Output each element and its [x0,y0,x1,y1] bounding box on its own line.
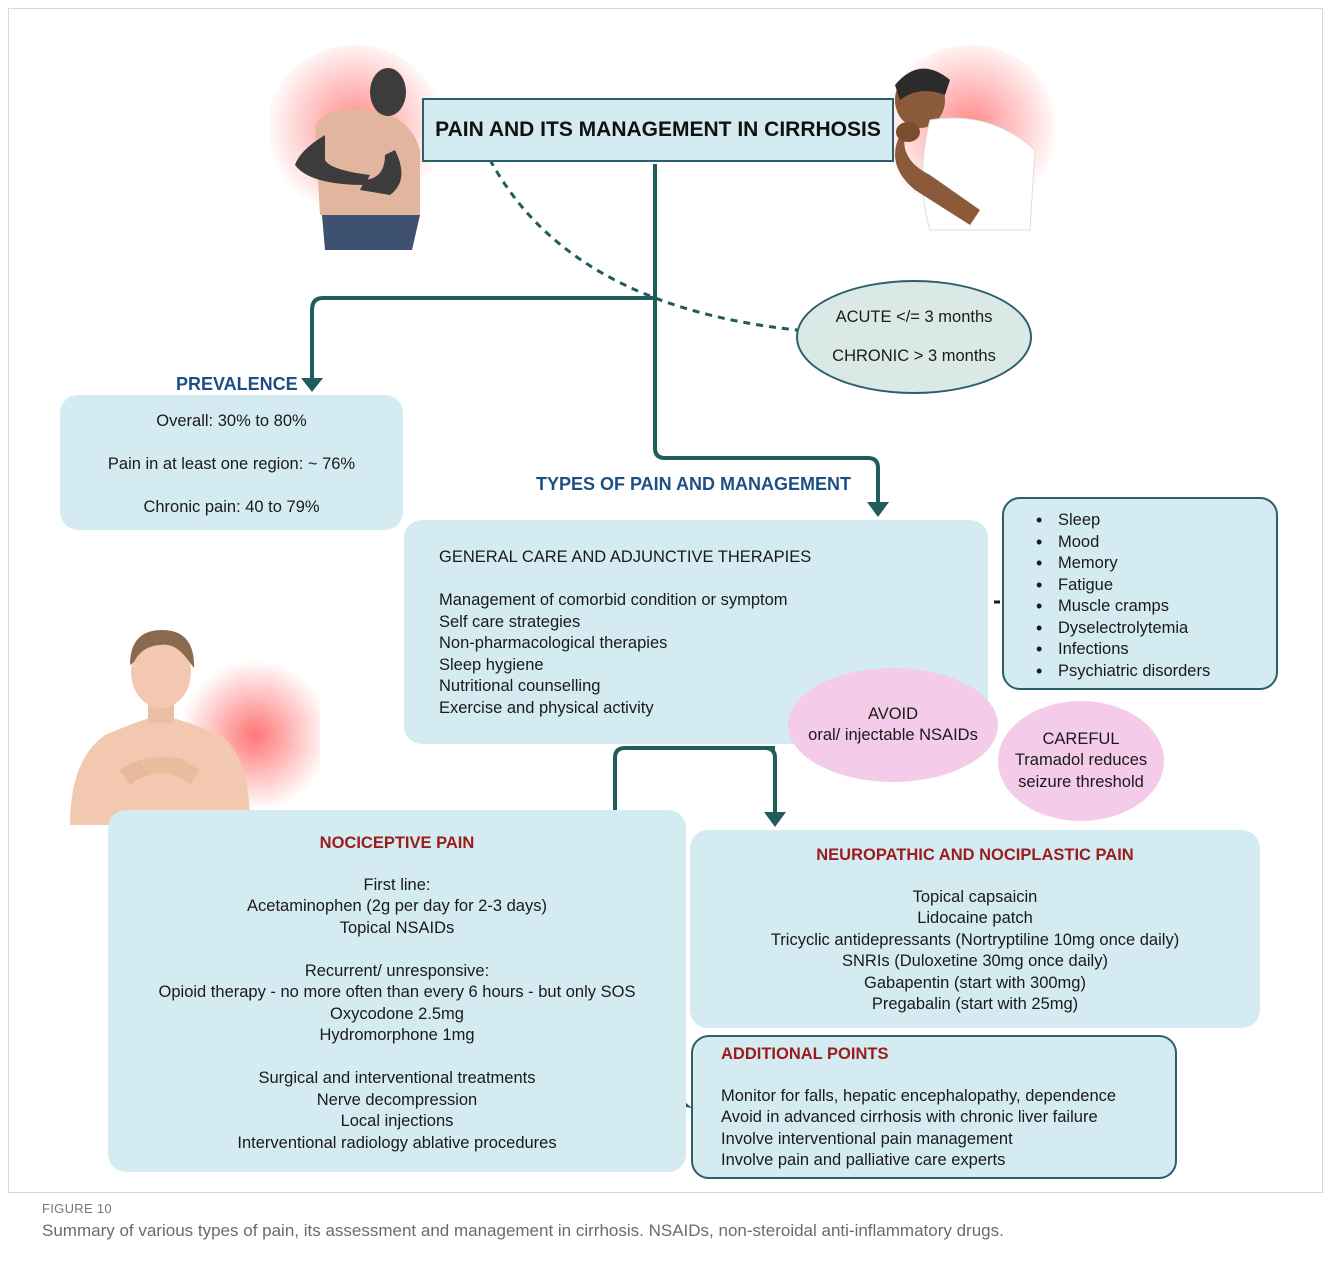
diagram-title: PAIN AND ITS MANAGEMENT IN CIRRHOSIS [422,98,894,162]
careful-line1: Tramadol reduces [1014,751,1148,770]
additional-item: Monitor for falls, hepatic encephalopath… [721,1086,1117,1105]
general-care-box: GENERAL CARE AND ADJUNCTIVE THERAPIES Ma… [404,520,988,744]
neuropathic-line: Topical capsaicin [912,887,1038,906]
nociceptive-line: Topical NSAIDs [339,918,455,937]
prevalence-chronic: Chronic pain: 40 to 79% [143,498,320,516]
general-item: Management of comorbid condition or symp… [439,591,788,609]
figure-frame [8,8,1323,1193]
list-item: Fatigue [1036,575,1276,597]
nociceptive-line: Recurrent/ unresponsive: [304,961,490,980]
general-item: Sleep hygiene [439,655,544,674]
prevalence-heading: PREVALENCE [176,374,298,394]
list-item: Psychiatric disorders [1036,661,1276,683]
diagram-title-text: PAIN AND ITS MANAGEMENT IN CIRRHOSIS [435,118,881,141]
prevalence-overall: Overall: 30% to 80% [156,412,307,430]
additional-points-box: ADDITIONAL POINTS Monitor for falls, hep… [691,1035,1177,1179]
neuropathic-heading: NEUROPATHIC AND NOCIPLASTIC PAIN [816,846,1134,864]
nociceptive-line: Oxycodone 2.5mg [330,1004,464,1023]
list-item: Memory [1036,553,1276,575]
general-item: Nutritional counselling [439,677,601,695]
nociceptive-line: Interventional radiology ablative proced… [237,1133,557,1152]
list-item: Mood [1036,532,1276,554]
neuropathic-line: SNRIs (Duloxetine 30mg once daily) [842,952,1108,970]
neuropathic-line: Lidocaine patch [917,909,1033,927]
nociceptive-line: Surgical and interventional treatments [258,1069,536,1087]
nociceptive-line: First line: [363,875,431,894]
neuropathic-line: Gabapentin (start with 300mg) [864,973,1086,992]
prevalence-region: Pain in at least one region: ~ 76% [107,455,356,473]
pain-duration-ellipse: ACUTE </= 3 months CHRONIC > 3 months [796,280,1032,394]
prevalence-box: Overall: 30% to 80% Pain in at least one… [60,395,403,530]
neuropathic-line: Tricyclic antidepressants (Nortryptiline… [770,930,1180,949]
nociceptive-line: Nerve decompression [316,1090,478,1109]
list-item: Muscle cramps [1036,596,1276,618]
list-item: Dyselectrolytemia [1036,618,1276,640]
general-item: Self care strategies [439,612,581,631]
avoid-nsaids-ellipse: AVOID oral/ injectable NSAIDs [788,668,998,782]
nociceptive-line: Local injections [340,1112,454,1130]
list-item: Sleep [1036,510,1276,532]
careful-tramadol-ellipse: CAREFUL Tramadol reduces seizure thresho… [998,701,1164,821]
additional-item: Involve interventional pain management [721,1129,1013,1148]
nociceptive-heading: NOCICEPTIVE PAIN [319,834,475,852]
nociceptive-line: Acetaminophen (2g per day for 2-3 days) [247,897,547,915]
careful-title: CAREFUL [1042,729,1120,748]
nociceptive-pain-box: NOCICEPTIVE PAIN First line: Acetaminoph… [108,810,686,1172]
avoid-title: AVOID [867,704,919,723]
careful-line2: seizure threshold [1018,772,1144,791]
chronic-duration: CHRONIC > 3 months [832,347,996,365]
general-item: Exercise and physical activity [439,698,654,717]
additional-heading: ADDITIONAL POINTS [721,1045,889,1063]
acute-duration: ACUTE </= 3 months [835,308,993,326]
person-chest-discomfort-illustration [70,630,320,825]
comorbid-symptoms-box: Sleep Mood Memory Fatigue Muscle cramps … [1002,497,1278,690]
general-item: Non-pharmacological therapies [439,634,668,652]
figure-label: FIGURE 10 [42,1201,112,1216]
general-care-heading: GENERAL CARE AND ADJUNCTIVE THERAPIES [439,548,812,566]
neuropathic-pain-box: NEUROPATHIC AND NOCIPLASTIC PAIN Topical… [690,830,1260,1028]
list-item: Infections [1036,639,1276,661]
figure-caption: Summary of various types of pain, its as… [42,1221,1004,1240]
person-chest-pain-illustration [880,45,1055,231]
nociceptive-line: Opioid therapy - no more often than ever… [158,983,636,1001]
comorbid-symptoms-list: Sleep Mood Memory Fatigue Muscle cramps … [1036,510,1276,682]
neuropathic-line: Pregabalin (start with 25mg) [871,995,1079,1013]
avoid-text: oral/ injectable NSAIDs [808,726,978,744]
additional-item: Involve pain and palliative care experts [721,1151,1006,1169]
nociceptive-line: Hydromorphone 1mg [319,1026,475,1044]
additional-item: Avoid in advanced cirrhosis with chronic… [721,1108,1098,1126]
types-heading: TYPES OF PAIN AND MANAGEMENT [536,474,852,494]
